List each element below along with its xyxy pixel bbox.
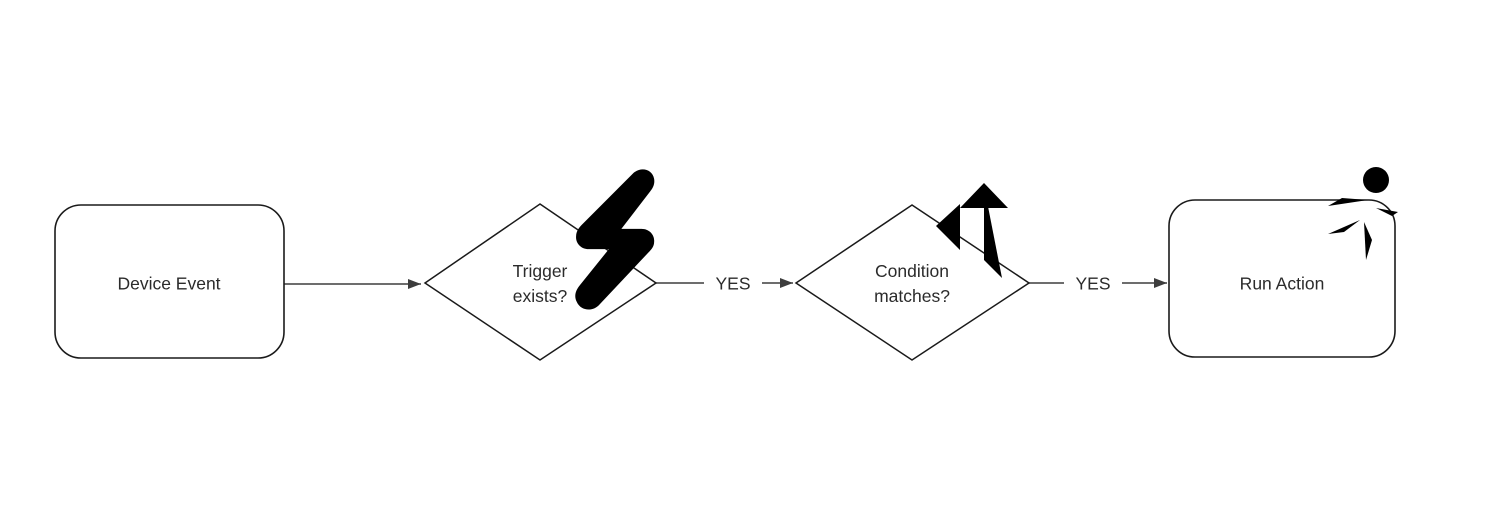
edge-device-event-to-trigger	[284, 279, 421, 289]
lightning-bolt-icon	[575, 169, 655, 310]
edge-2-arrowhead	[780, 278, 793, 288]
edge-trigger-to-condition	[656, 278, 793, 288]
edge-3-arrowhead	[1154, 278, 1167, 288]
edge-label-yes-1: YES	[715, 273, 751, 294]
fork-arrow-icon	[936, 183, 1008, 278]
running-person-icon	[1328, 167, 1398, 260]
node-device-event[interactable]	[54, 204, 285, 359]
edge-1-arrowhead	[408, 279, 421, 289]
node-condition-matches[interactable]	[794, 204, 1031, 361]
edge-label-yes-2: YES	[1075, 273, 1111, 294]
node-run-action[interactable]	[1168, 199, 1396, 358]
edge-condition-to-run-action	[1029, 278, 1167, 288]
running-person-head	[1363, 167, 1389, 193]
